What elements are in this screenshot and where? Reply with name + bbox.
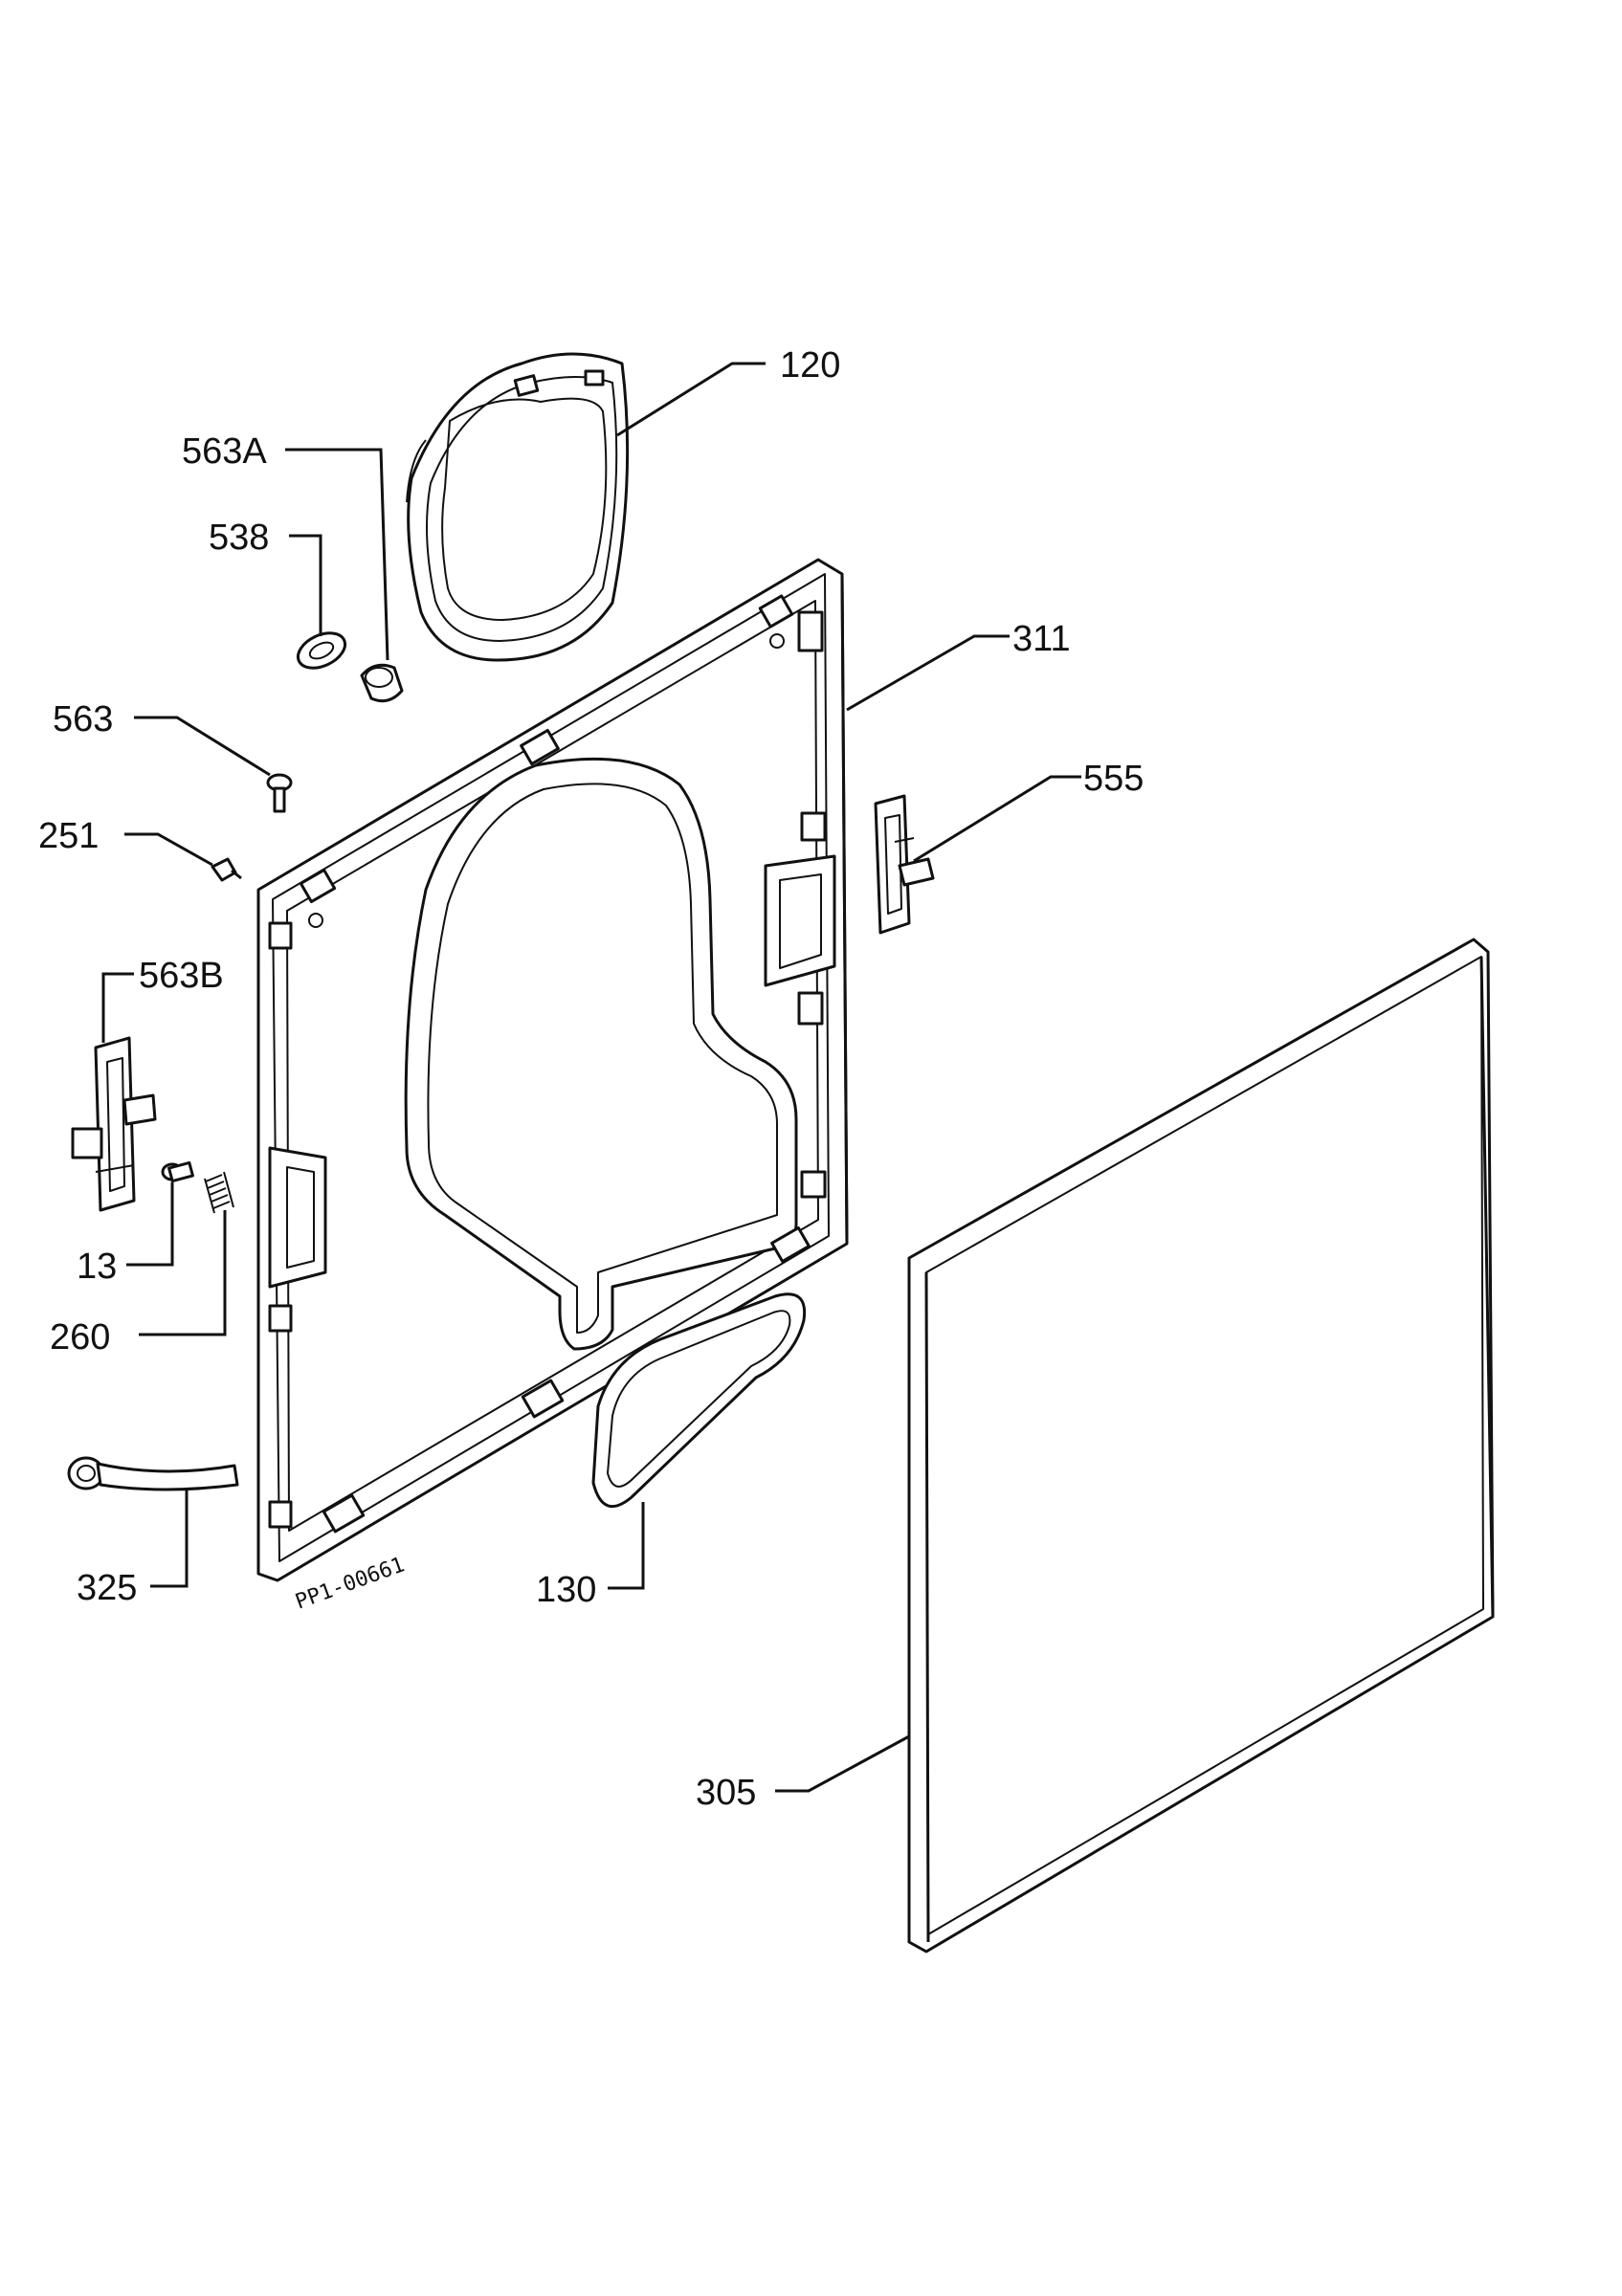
part-260-spring	[204, 1171, 234, 1214]
callout-260: 260	[50, 1317, 110, 1358]
part-325-hose	[67, 1456, 239, 1491]
callout-538: 538	[209, 518, 269, 558]
callout-130: 130	[536, 1570, 596, 1610]
part-13-pin	[161, 1160, 194, 1183]
callout-325: 325	[77, 1568, 137, 1608]
part-555-hinge-bracket	[874, 794, 935, 935]
part-563b-latch-bracket	[71, 1036, 157, 1212]
callout-120: 120	[780, 345, 840, 386]
part-563a-plug	[360, 663, 404, 703]
callout-305: 305	[696, 1773, 756, 1813]
callout-563a: 563A	[182, 431, 267, 472]
part-305-door-panel	[907, 938, 1495, 1954]
callout-563b: 563B	[139, 956, 224, 996]
callout-251: 251	[38, 816, 99, 856]
leader-lines	[101, 362, 1081, 1793]
callout-labels: 120 563A 538 311 563 555 251 563B 13 260…	[38, 345, 1144, 1813]
callout-555: 555	[1083, 759, 1144, 799]
callout-311: 311	[1012, 619, 1071, 659]
part-563-screw	[266, 773, 293, 813]
callout-13: 13	[77, 1247, 117, 1287]
part-311-front-panel: PP1-00661	[256, 558, 849, 1615]
part-120-seal-ring	[406, 352, 630, 662]
part-130-gasket	[591, 1292, 807, 1508]
callout-563: 563	[53, 699, 113, 740]
part-251-screw	[211, 857, 242, 882]
part-538-gasket	[296, 631, 347, 670]
